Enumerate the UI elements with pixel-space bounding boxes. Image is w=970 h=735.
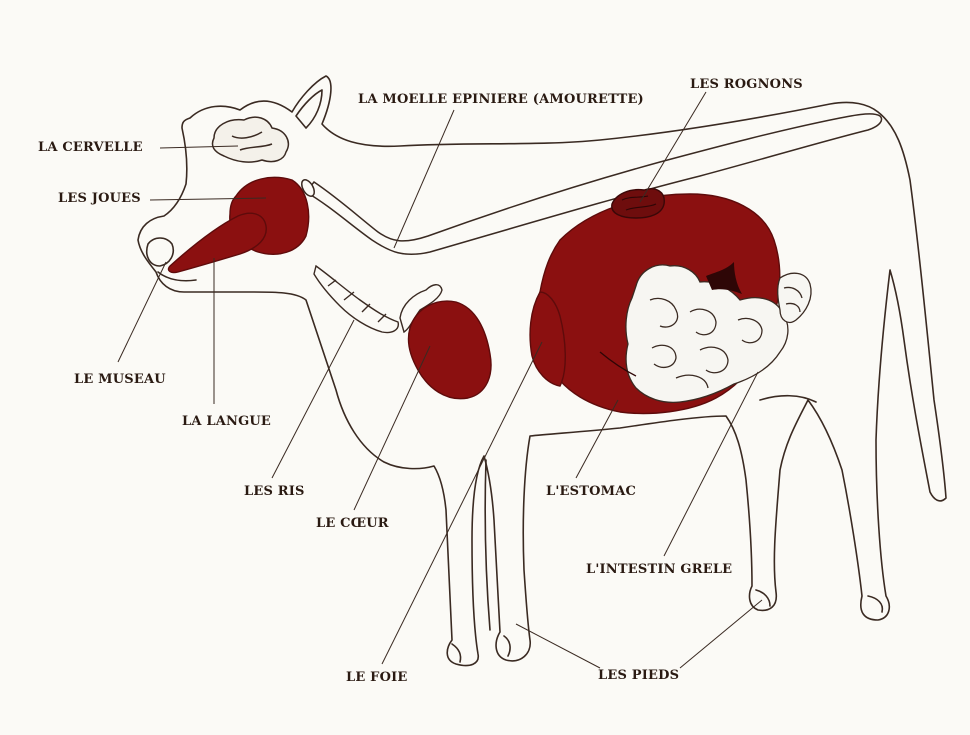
label-pieds: LES PIEDS — [598, 668, 679, 683]
brain — [212, 117, 288, 162]
label-museau: LE MUSEAU — [74, 372, 166, 387]
leader-museau — [118, 262, 166, 362]
intestine-coil — [778, 273, 811, 322]
hoof-line-3 — [504, 636, 510, 656]
hoof-line — [868, 596, 882, 612]
label-ris: LES RIS — [244, 484, 305, 499]
label-cervelle: LA CERVELLE — [38, 140, 143, 155]
leader-coeur — [354, 346, 430, 510]
label-joues: LES JOUES — [58, 191, 141, 206]
heart — [408, 301, 491, 399]
hoof-line-4 — [452, 644, 461, 662]
leader-ris — [272, 320, 354, 478]
leader-rognons — [640, 92, 706, 202]
front-leg-line — [485, 460, 490, 630]
mouth-line — [158, 272, 196, 281]
sweetbread — [314, 266, 398, 333]
leader-estomac — [576, 400, 618, 478]
label-foie: LE FOIE — [346, 670, 408, 685]
label-coeur: LE CŒUR — [316, 516, 389, 531]
muzzle-outline — [147, 238, 174, 266]
label-intestin: L'INTESTIN GRELE — [586, 562, 732, 577]
label-langue: LA LANGUE — [182, 414, 271, 429]
label-moelle: LA MOELLE EPINIERE (AMOURETTE) — [358, 92, 644, 107]
tongue — [168, 213, 266, 272]
leader-pieds-front — [516, 624, 600, 668]
leader-moelle — [394, 110, 454, 248]
label-estomac: L'ESTOMAC — [546, 484, 636, 499]
leader-pieds-hind — [680, 600, 762, 668]
label-rognons: LES ROGNONS — [690, 77, 803, 92]
ear-outline — [296, 90, 322, 128]
